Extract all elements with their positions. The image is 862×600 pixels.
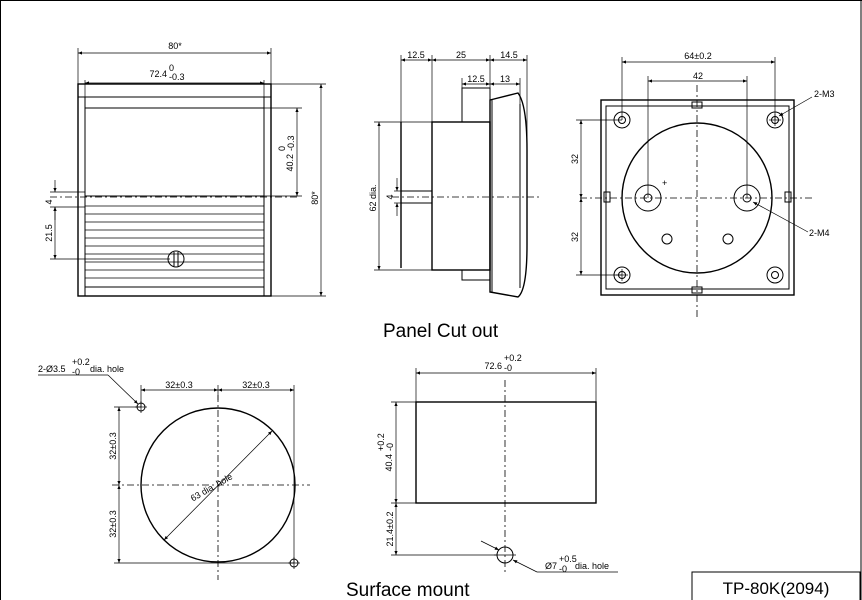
cutout-hole-tol-lower: -0 (72, 367, 80, 377)
rear-plus-sign: + (662, 178, 667, 188)
surface-hole-tol-lower: -0 (559, 564, 567, 574)
front-face-height: 40.2 (285, 154, 295, 172)
side-dia-62: 62 dia. (368, 184, 378, 211)
surface-width-tol-upper: +0.2 (504, 353, 522, 363)
surface-dim-21-4: 21.4±0.2 (385, 512, 395, 547)
model-title-block: TP-80K(2094) (691, 571, 861, 600)
side-dim-12-5-top: 12.5 (407, 50, 425, 60)
surface-hole-label: Ø7 (545, 561, 557, 571)
side-dim-25: 25 (456, 50, 466, 60)
rear-view: + 64±0.2 42 32 32 2-M3 2-M4 (570, 51, 835, 318)
model-label: TP-80K(2094) (723, 579, 830, 598)
panel-cutout-view: 2-Ø3.5 +0.2 -0 dia. hole 32±0.3 32±0.3 3… (38, 357, 310, 580)
rear-small-hole-right (722, 233, 734, 245)
surface-hole-tol-upper: +0.5 (559, 554, 577, 564)
front-offset-21-5: 21.5 (44, 224, 54, 242)
front-width-face: 72.4 (149, 69, 167, 79)
cutout-dim-32-vert-bottom: 32±0.3 (108, 510, 118, 537)
cutout-dim-32-left: 32±0.3 (165, 380, 192, 390)
cutout-dim-32-vert-top: 32±0.3 (108, 432, 118, 459)
rear-dim-32-upper: 32 (570, 154, 580, 164)
panel-cutout-caption: Panel Cut out (383, 321, 499, 342)
front-width-face-tol-upper: 0 (169, 63, 174, 73)
cutout-hole-label: 2-Ø3.5 (38, 364, 66, 374)
cutout-hole-suffix: dia. hole (90, 364, 124, 374)
mounting-hole-bottom-right (766, 266, 784, 284)
zero-adjust-screw (167, 250, 185, 268)
surface-height-tol-upper: +0.2 (376, 433, 386, 451)
cutout-hole-tol-upper: +0.2 (72, 357, 90, 367)
surface-mount-view: 72.6 +0.2 -0 40.4 +0.2 -0 21.4±0.2 Ø7 +0… (376, 353, 618, 575)
surface-mount-caption: Surface mount (346, 580, 470, 600)
side-dim-12-5-inner: 12.5 (467, 74, 485, 84)
rear-label-m3: 2-M3 (814, 89, 835, 99)
surface-width-tol-lower: -0 (504, 363, 512, 373)
cutout-dia-63: 63 dia. hole (189, 471, 234, 503)
rear-small-hole-left (661, 233, 673, 245)
surface-height-tol-lower: -0 (385, 443, 395, 451)
side-dim-4: 4 (385, 194, 395, 199)
front-height-total: 80* (310, 191, 320, 205)
front-width-total: 80* (168, 41, 182, 51)
front-offset-4: 4 (44, 199, 54, 204)
front-width-face-tol-lower: -0.3 (169, 72, 185, 82)
cutout-dim-32-right: 32±0.3 (242, 380, 269, 390)
surface-height: 40.4 (384, 454, 394, 472)
side-dim-13: 13 (500, 74, 510, 84)
surface-width: 72.6 (484, 361, 502, 371)
side-view: 12.5 25 14.5 12.5 13 62 dia. 4 (368, 50, 540, 298)
front-face-height-tol-upper: 0 (277, 146, 287, 151)
rear-label-m4: 2-M4 (809, 228, 830, 238)
front-view: 80* 72.4 0 -0.3 40.2 0 -0.3 80* 4 21.5 (44, 41, 326, 297)
rear-dim-64: 64±0.2 (684, 51, 711, 61)
rear-dim-32-lower: 32 (570, 232, 580, 242)
front-face-height-tol-lower: -0.3 (286, 135, 296, 151)
side-dim-14-5: 14.5 (500, 50, 518, 60)
scale-slots (85, 205, 264, 288)
surface-hole-suffix: dia. hole (575, 561, 609, 571)
rear-dim-42: 42 (693, 71, 703, 81)
